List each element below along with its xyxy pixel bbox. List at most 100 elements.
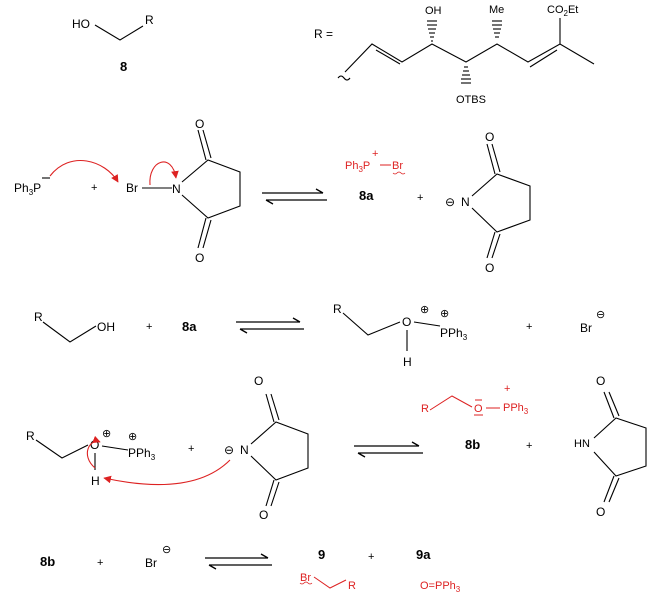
carbonyl-top-2 <box>202 129 212 159</box>
equilibrium-arrow-4 <box>205 553 272 570</box>
nh-label: HN <box>574 438 590 450</box>
main-chain <box>344 43 595 73</box>
plus-sign: + <box>526 321 532 333</box>
carbonyl-top-2 <box>608 391 620 417</box>
hydrogen-label: H <box>403 355 412 369</box>
nitrogen-label: N <box>172 182 181 196</box>
hydroxyl-label: OH <box>97 320 115 334</box>
carbonyl-bottom-2 <box>202 219 212 249</box>
succinimide-anion-ring <box>250 421 309 481</box>
r-label: R <box>34 310 43 324</box>
carbonyl-top <box>603 391 615 419</box>
oh-label: OH <box>425 5 442 17</box>
alcohol-skeleton <box>94 24 144 41</box>
phosphonium-plus: + <box>504 383 510 395</box>
row3-products: R O + PPh3 8b + HN O O <box>421 374 647 519</box>
plus-sign: + <box>91 182 97 194</box>
alkyl-bromide-br: Br <box>300 572 311 584</box>
oxygen-bottom: O <box>596 505 605 519</box>
nitrogen-anion-label: N <box>240 443 249 457</box>
compound-label-8a: 8a <box>359 188 374 203</box>
oxygen-positive-charge: ⊕ <box>102 428 111 440</box>
oxyphosphonium-chain <box>35 439 89 459</box>
curved-arrow-p-to-br <box>49 159 119 183</box>
anion-carbonyl-top-2 <box>491 143 501 173</box>
r-label: R <box>26 429 35 443</box>
bromine-label: Br <box>126 181 138 195</box>
bromide-charge: ⊖ <box>596 309 605 321</box>
succinimide-ring <box>181 159 241 219</box>
anion-carbonyl-top-2 <box>270 393 280 421</box>
carbonyl-top <box>197 129 207 161</box>
alkoxyphosphonium-chain <box>429 395 473 411</box>
double-bond-2 <box>529 49 558 68</box>
triphenylphosphine-label: Ph3P <box>14 181 41 197</box>
carbonyl-bottom <box>197 217 207 249</box>
phosphorus-positive-charge: ⊕ <box>440 308 449 320</box>
alcohol-chain <box>42 321 97 343</box>
curved-arrow-n-to-h <box>103 459 231 486</box>
carbonyl-bottom-2 <box>608 477 620 503</box>
product-bromine-label: Br <box>392 160 403 172</box>
phosphonium-bromide-label: Ph3P <box>345 160 370 174</box>
anion-oxygen-bottom: O <box>259 508 268 522</box>
hydrogen-label: H <box>91 474 100 488</box>
oxygen-positive-charge: ⊕ <box>420 304 429 316</box>
row2-products: R O ⊕ ⊕ PPh3 H + Br ⊖ <box>333 302 605 369</box>
o-p-bond <box>413 321 441 327</box>
pph3-label: PPh3 <box>440 326 468 342</box>
plus-sign: + <box>97 557 103 569</box>
compound-label-8a: 8a <box>182 319 197 334</box>
double-bond-1 <box>375 49 401 65</box>
bromide-charge: ⊖ <box>162 544 171 556</box>
anion-carbonyl-top <box>265 393 275 423</box>
o-p-bond <box>101 445 129 451</box>
phosphorus-positive-charge: ⊕ <box>128 431 137 443</box>
plus-sign: + <box>417 192 423 204</box>
plus-sign: + <box>188 443 194 455</box>
bromide-label: Br <box>145 556 157 570</box>
anion-carbonyl-bottom-2 <box>270 481 280 507</box>
row4: 8b + Br ⊖ 9 + 9a Br R O=PPh3 <box>40 544 461 594</box>
anion-oxygen-top: O <box>254 374 263 388</box>
squiggle-underline <box>392 171 406 175</box>
ester-label: CO2Et <box>547 4 578 18</box>
compound-label-9a: 9a <box>416 547 431 562</box>
anion-oxygen-top: O <box>485 130 494 144</box>
plus-sign: + <box>526 440 532 452</box>
r-label: R <box>333 302 342 316</box>
anion-carbonyl-bottom <box>265 479 275 507</box>
me-label: Me <box>489 4 504 16</box>
oxygen-top: O <box>596 374 605 388</box>
row1-reactants: Ph3P + Br N O O <box>14 117 241 265</box>
phosphonium-plus: + <box>372 148 378 160</box>
r-label: R <box>145 13 154 27</box>
succinimide-ring <box>593 417 647 477</box>
compound-label-8b: 8b <box>40 554 55 569</box>
r-label: R <box>421 403 429 415</box>
pph3-label: PPh3 <box>503 402 529 416</box>
succinimide-anion-ring <box>471 173 531 233</box>
oxygen-label: O <box>402 315 411 329</box>
me-hashed-bond <box>492 20 502 38</box>
nitrogen-anion-label: N <box>461 195 470 209</box>
alkyl-bromide-chain <box>313 576 347 589</box>
curved-arrow-bond-to-n <box>149 161 179 186</box>
compound-label-8: 8 <box>120 59 127 74</box>
wavy-attachment <box>337 75 351 81</box>
otbs-hashed-bond <box>461 66 471 84</box>
oxygen-top-label: O <box>195 117 204 131</box>
equilibrium-arrow-1 <box>262 188 327 205</box>
oxyphosphonium-chain <box>342 312 401 336</box>
plus-sign: + <box>146 321 152 333</box>
anion-carbonyl-bottom-2 <box>491 233 501 259</box>
r-equals-label: R = <box>314 27 333 41</box>
anion-charge: ⊖ <box>445 195 455 209</box>
compound-8: HO R 8 <box>72 13 154 74</box>
plus-sign: + <box>368 551 374 563</box>
oxygen-bottom-label: O <box>195 251 204 265</box>
compound-label-8b: 8b <box>465 437 480 452</box>
anion-carbonyl-top <box>486 143 496 175</box>
oh-hashed-bond <box>427 20 437 42</box>
